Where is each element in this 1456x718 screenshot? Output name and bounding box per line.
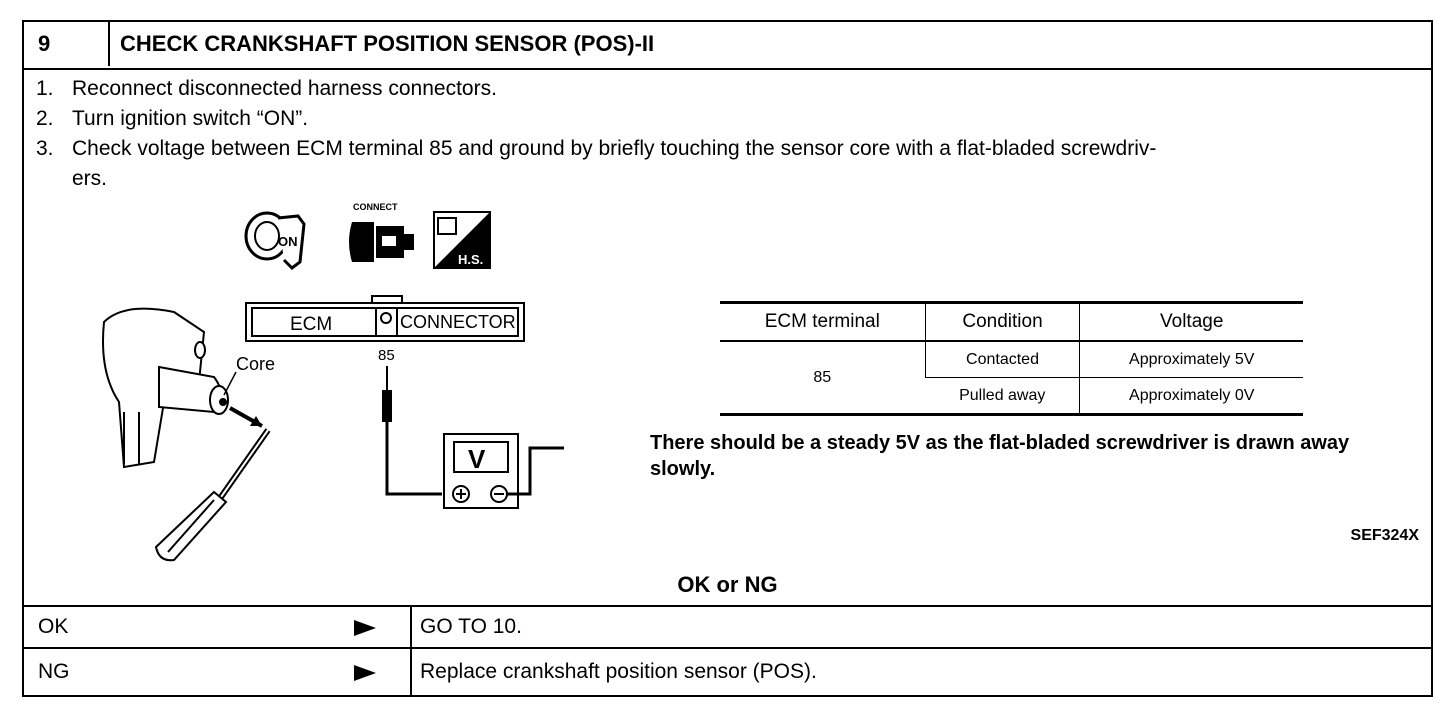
terminal-cell: 85 xyxy=(813,368,832,386)
movement-arrow-icon xyxy=(229,406,263,428)
arrow-right-icon xyxy=(354,665,376,681)
step-index: 1. xyxy=(36,77,54,100)
harness-side-icon: H.S. xyxy=(433,211,491,269)
column-header: Voltage xyxy=(1079,302,1303,341)
ecm-connector: ECM CONNECTOR 85 xyxy=(245,295,525,364)
core-label: Core xyxy=(236,354,275,374)
result-value: Replace crankshaft position sensor (POS)… xyxy=(420,660,817,683)
on-label: ON xyxy=(278,234,298,249)
ok-or-ng-label: OK or NG xyxy=(677,572,778,597)
step-text: Reconnect disconnected harness connector… xyxy=(72,77,497,100)
result-key: OK xyxy=(38,615,69,638)
list-item: 2. Turn ignition switch “ON”. xyxy=(36,104,1426,134)
list-item: 3. Check voltage between ECM terminal 85… xyxy=(36,134,1426,164)
ecm-label: ECM xyxy=(290,314,332,335)
voltage-cell: Approximately 5V xyxy=(1079,341,1303,378)
wiring-diagram: ON CONNECT H.S. ECM CONNECTOR 85 xyxy=(102,202,564,562)
voltage-table: ECM terminal Condition Voltage 85 Contac… xyxy=(720,301,1303,416)
step-index: 2. xyxy=(36,107,54,130)
result-row-ok: OK GO TO 10. xyxy=(24,605,1431,647)
table-row: Pulled away Approximately 0V xyxy=(720,377,1303,415)
figure-id: SEF324X xyxy=(1350,527,1419,544)
result-row-ng: NG Replace crankshaft position sensor (P… xyxy=(24,647,1431,697)
sensor-icon: Core xyxy=(102,307,275,469)
meter-label: V xyxy=(468,444,486,474)
arrow-right-icon xyxy=(354,620,376,636)
connector-label: CONNECTOR xyxy=(400,312,516,332)
step-text: Turn ignition switch “ON”. xyxy=(72,107,309,130)
connect-label: CONNECT xyxy=(353,202,398,212)
result-value: GO TO 10. xyxy=(420,615,522,638)
column-header: ECM terminal xyxy=(764,311,880,332)
condition-cell: Contacted xyxy=(924,341,1080,378)
procedure-title: CHECK CRANKSHAFT POSITION SENSOR (POS)-I… xyxy=(120,31,655,56)
note-text: There should be a steady 5V as the flat-… xyxy=(650,432,1350,480)
test-probe xyxy=(382,366,442,496)
procedure-header: 9 CHECK CRANKSHAFT POSITION SENSOR (POS)… xyxy=(24,22,1431,70)
terminal-label: 85 xyxy=(378,347,395,364)
procedure-box: 9 CHECK CRANKSHAFT POSITION SENSOR (POS)… xyxy=(22,20,1433,697)
connector-icon: CONNECT xyxy=(349,202,414,262)
step-text-continued: ers. xyxy=(72,167,108,190)
step-text: Check voltage between ECM terminal 85 an… xyxy=(72,137,1157,160)
step-number: 9 xyxy=(24,22,110,66)
list-item: ers. xyxy=(36,164,1426,194)
list-item: 1. Reconnect disconnected harness connec… xyxy=(36,74,1426,104)
screwdriver-icon xyxy=(154,428,271,562)
instruction-list: 1. Reconnect disconnected harness connec… xyxy=(36,74,1426,194)
hs-label: H.S. xyxy=(458,252,483,267)
result-key: NG xyxy=(38,660,70,683)
column-header: Condition xyxy=(924,302,1080,341)
voltmeter-icon: V xyxy=(443,433,564,509)
voltage-cell: Approximately 0V xyxy=(1079,377,1303,415)
table-row: 85 Contacted Approximately 5V xyxy=(720,341,1303,386)
table-header-row: ECM terminal Condition Voltage xyxy=(720,302,1303,341)
ignition-key-icon: ON xyxy=(244,211,306,270)
step-index: 3. xyxy=(36,137,54,160)
condition-cell: Pulled away xyxy=(959,386,1046,404)
